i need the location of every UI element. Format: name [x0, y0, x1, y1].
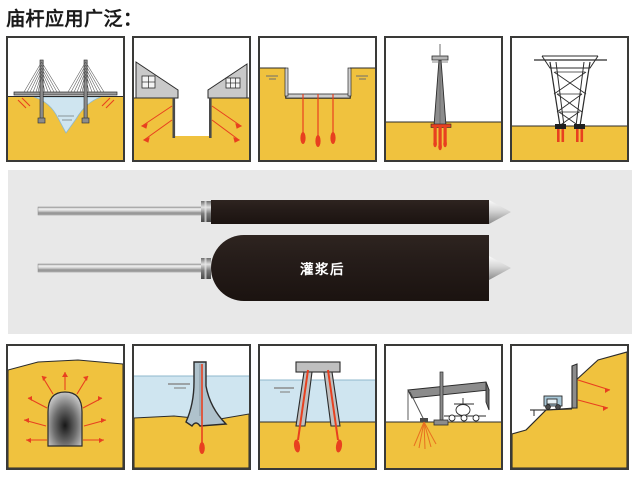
panel-quay-wall	[132, 344, 251, 470]
panel-tunnel-rock-bolts	[6, 344, 125, 470]
top-illustration-row	[6, 36, 634, 162]
panel-foundation-pit	[258, 36, 377, 162]
grouting-label: 灌浆后	[300, 262, 345, 277]
panel-mast-tower	[384, 36, 503, 162]
panel-underwater-pier	[258, 344, 377, 470]
panel-aircraft-hangar	[384, 344, 503, 470]
grouting-diagram-band	[8, 170, 632, 334]
page-title: 庙杆应用广泛：	[6, 9, 143, 30]
rod-before-grouting	[37, 200, 511, 224]
panel-cable-stayed-bridge	[6, 36, 125, 162]
panel-road-slope	[510, 344, 629, 470]
panel-deep-excavation	[132, 36, 251, 162]
bottom-illustration-row	[6, 344, 634, 470]
panel-transmission-pylon	[510, 36, 629, 162]
rod-after-grouting	[37, 235, 511, 301]
